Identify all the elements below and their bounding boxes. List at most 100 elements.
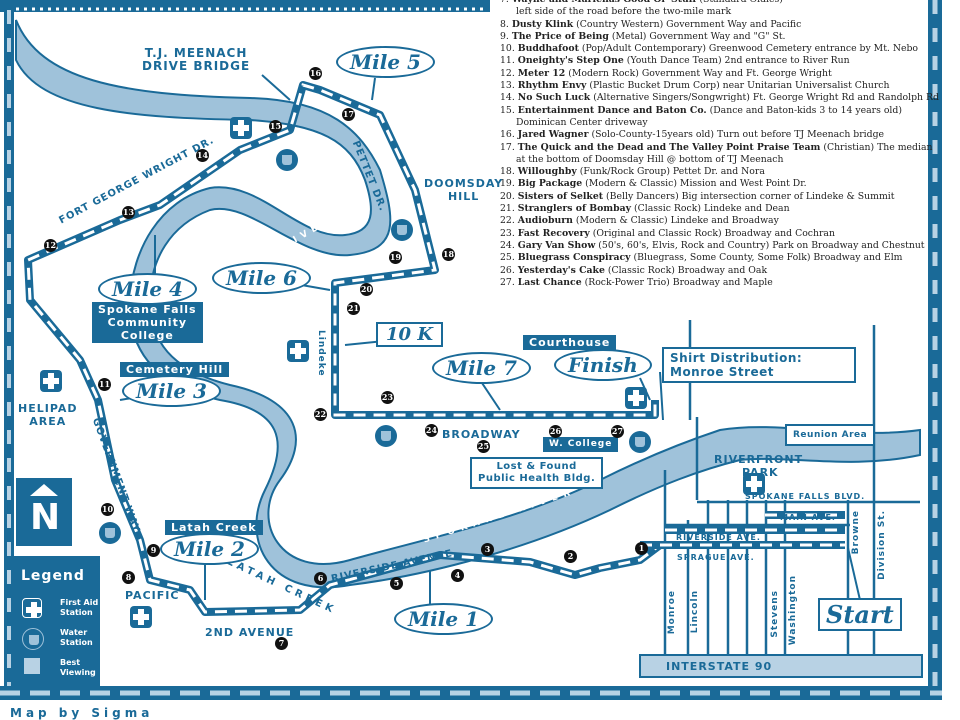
performer-item: 23. Fast Recovery (Original and Classic … (500, 227, 835, 239)
performer-item: 13. Rhythm Envy (Plastic Bucket Drum Cor… (500, 80, 890, 92)
performer-item: 19. Big Package (Modern & Classic) Missi… (500, 178, 807, 190)
performer-marker: 17 (342, 108, 355, 121)
performer-item: 11. Oneighty's Step One (Youth Dance Tea… (500, 55, 850, 67)
mile-3-callout: Mile 3 (122, 375, 221, 407)
first-aid-icon (287, 340, 309, 362)
performer-marker: 25 (477, 440, 490, 453)
performer-item: 9. The Price of Being (Metal) Government… (500, 30, 786, 42)
performer-marker: 24 (425, 424, 438, 437)
interstate-90-road (639, 654, 923, 678)
performer-marker: 9 (147, 544, 160, 557)
frame-bottom (0, 686, 942, 700)
first-aid-icon (625, 387, 647, 409)
performer-item: 14. No Such Luck (Alternative Singers/So… (500, 92, 939, 104)
performer-marker: 20 (360, 283, 373, 296)
performer-marker: 1 (635, 542, 648, 555)
performer-item: 27. Last Chance (Rock-Power Trio) Broadw… (500, 276, 773, 288)
sprague-ave-label: Sprague Ave. (677, 553, 755, 562)
performer-marker: 4 (451, 569, 464, 582)
lincoln-label: Lincoln (690, 590, 700, 634)
performer-marker: 8 (122, 571, 135, 584)
north-arrow-icon (30, 484, 58, 496)
performer-item: 20. Sisters of Selket (Belly Dancers) Bi… (500, 190, 895, 202)
tj-meenach-bridge-label: T.J. MeenachDrive Bridge (142, 46, 251, 73)
reunion-area-label: Reunion Area (785, 424, 876, 446)
performer-item: 22. Audioburn (Modern & Classic) Lindeke… (500, 215, 779, 227)
performer-marker: 19 (389, 251, 402, 264)
main-ave-label: Main Ave. (780, 513, 836, 522)
latah-creek-tag: Latah Creek (165, 520, 263, 535)
spokane-river (15, 19, 921, 589)
compass: N (16, 478, 72, 546)
w-college-label: W. College (543, 437, 619, 452)
performer-item: 10. Buddhafoot (Pop/Adult Contemporary) … (500, 43, 919, 55)
pacific-label: Pacific (125, 589, 180, 602)
performer-item: 8. Dusty Klink (Country Western) Governm… (500, 18, 802, 30)
performer-marker: 21 (347, 302, 360, 315)
performer-marker: 15 (269, 120, 282, 133)
finish-callout: Finish (554, 349, 652, 381)
performer-item: Dominican Center driveway (516, 116, 648, 128)
2nd-avenue-label: 2nd Avenue (205, 626, 295, 639)
performer-marker: 13 (122, 206, 135, 219)
mile-2-callout: Mile 2 (160, 533, 259, 565)
legend: Legend First Aid Station Water Station B… (14, 556, 100, 686)
mile-6-callout: Mile 6 (212, 262, 311, 294)
performer-item: left side of the road before the two-mil… (516, 6, 732, 18)
courthouse-label: Courthouse (523, 335, 617, 350)
legend-first-aid-label: First Aid Station (60, 598, 99, 617)
performer-item: 24. Gary Van Show (50's, 60's, Elvis, Ro… (500, 239, 925, 251)
map-credit: Map by Sigma (10, 706, 154, 720)
performer-item: 25. Bluegrass Conspiracy (Bluegrass, Som… (500, 252, 903, 264)
mile-7-callout: Mile 7 (432, 352, 531, 384)
first-aid-icon (130, 606, 152, 628)
broadway-label: Broadway (442, 428, 521, 441)
performer-marker: 18 (442, 248, 455, 261)
spokane-falls-blvd-label: Spokane Falls Blvd. (745, 492, 866, 501)
legend-best-viewing-label: Best Viewing (60, 658, 96, 677)
performer-marker: 22 (314, 408, 327, 421)
water-station-icon (629, 431, 651, 453)
performer-item: at the bottom of Doomsday Hill @ bottom … (516, 153, 784, 165)
performer-item: 21. Stranglers of Bombay (Classic Rock) … (500, 203, 790, 215)
division-label: Division St. (877, 510, 887, 580)
mile-5-callout: Mile 5 (336, 46, 435, 78)
legend-title: Legend (21, 568, 85, 584)
performer-marker: 26 (549, 425, 562, 438)
stevens-label: Stevens (770, 590, 780, 638)
water-station-icon (99, 522, 121, 544)
cemetery-hill-label: Cemetery Hill (120, 362, 230, 377)
water-station-icon (276, 149, 298, 171)
interstate-90-label: Interstate 90 (666, 660, 773, 673)
mile-4-callout: Mile 4 (98, 273, 197, 305)
performer-marker: 5 (390, 577, 403, 590)
performer-marker: 11 (98, 378, 111, 391)
first-aid-icon (230, 117, 252, 139)
start-callout: Start (818, 598, 902, 631)
mile-1-callout: Mile 1 (394, 603, 493, 635)
lindeke-label: Lindeke (316, 330, 326, 377)
performer-marker: 14 (196, 149, 209, 162)
performer-marker: 16 (309, 67, 322, 80)
performer-marker: 6 (314, 572, 327, 585)
10k-callout: 10 K (376, 322, 443, 347)
legend-first-aid-icon (22, 598, 42, 618)
north-label: N (30, 497, 61, 538)
performer-marker: 12 (44, 239, 57, 252)
performer-item: 15. Entertainment Dance and Baton Co. (D… (500, 104, 902, 116)
performer-marker: 10 (101, 503, 114, 516)
performer-marker: 3 (481, 543, 494, 556)
helipad-area-label: HelipadArea (18, 402, 78, 428)
performer-item: 17. The Quick and the Dead and The Valle… (500, 141, 933, 153)
monroe-label: Monroe (667, 590, 677, 635)
first-aid-icon (40, 370, 62, 392)
legend-water-label: Water Station (60, 628, 93, 647)
legend-best-viewing-icon (24, 658, 40, 674)
first-aid-icon (743, 473, 765, 495)
performer-item: 16. Jared Wagner (Solo-County-15years ol… (500, 129, 885, 141)
performer-item: 18. Willoughby (Funk/Rock Group) Pettet … (500, 166, 765, 178)
performer-item: 12. Meter 12 (Modern Rock) Government Wa… (500, 67, 832, 79)
